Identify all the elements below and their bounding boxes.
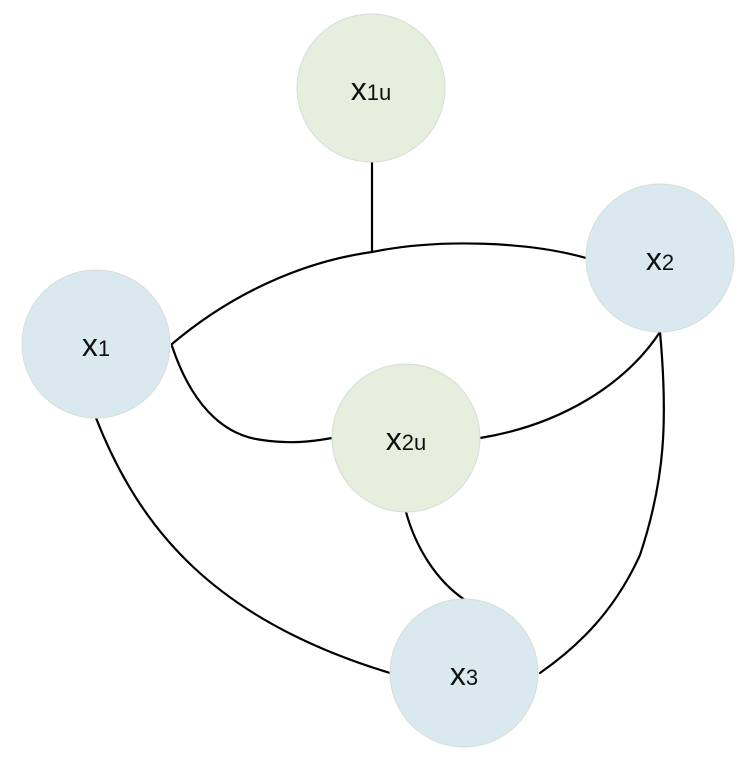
edges (94, 160, 666, 675)
node-x2-circle (585, 183, 735, 333)
node-x2: x2 (585, 183, 735, 333)
node-x1u-label: x1u (351, 71, 391, 107)
node-x2u-circle (331, 363, 481, 513)
edge-x2u-x2 (478, 330, 662, 440)
edge-x2u-x3 (404, 510, 467, 602)
edge-x1-x2u (170, 344, 334, 444)
edge-x2-x3 (538, 330, 666, 675)
node-x1-circle (21, 269, 171, 419)
node-x2u-label: x2u (386, 421, 426, 457)
node-x1u: x1u (296, 13, 446, 163)
node-x1-label: x1 (82, 327, 110, 363)
node-x2u: x2u (331, 363, 481, 513)
edge-x1-x3 (94, 416, 392, 675)
node-x3: x3 (389, 598, 539, 748)
node-x1u-circle (296, 13, 446, 163)
node-x2-label: x2 (646, 241, 674, 277)
node-x1: x1 (21, 269, 171, 419)
edge-x1-x2 (170, 242, 588, 346)
node-x3-circle (389, 598, 539, 748)
node-x3-label: x3 (450, 656, 478, 692)
